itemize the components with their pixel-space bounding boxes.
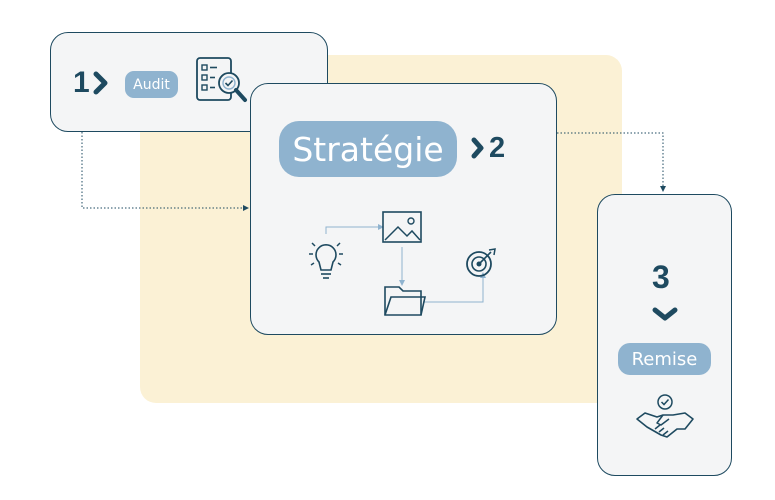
checklist-magnifier-icon <box>196 57 247 102</box>
step-label-strategie: Stratégie <box>279 121 457 177</box>
step-card-remise: 3 Remise <box>597 194 732 476</box>
lightbulb-icon <box>309 242 343 279</box>
step-label-audit: Audit <box>125 71 178 98</box>
step-number-1: 1 <box>73 66 90 99</box>
step-number-3: 3 <box>652 259 670 295</box>
step-number-2: 2 <box>489 132 506 164</box>
connector-audit-to-strategie <box>81 132 249 211</box>
step-card-strategie: Stratégie 2 <box>250 83 557 335</box>
target-icon <box>466 248 496 277</box>
handshake-icon <box>636 394 694 438</box>
strategy-flow-illustration <box>309 211 496 316</box>
chevron-right-icon <box>471 137 484 159</box>
step-card-audit: 1 Audit <box>50 32 328 132</box>
image-icon <box>382 211 422 243</box>
chevron-right-icon <box>93 71 108 95</box>
chevron-down-icon <box>652 307 678 321</box>
connector-strategie-to-remise <box>557 132 666 192</box>
step-label-remise: Remise <box>618 343 711 375</box>
folder-icon <box>384 286 426 316</box>
